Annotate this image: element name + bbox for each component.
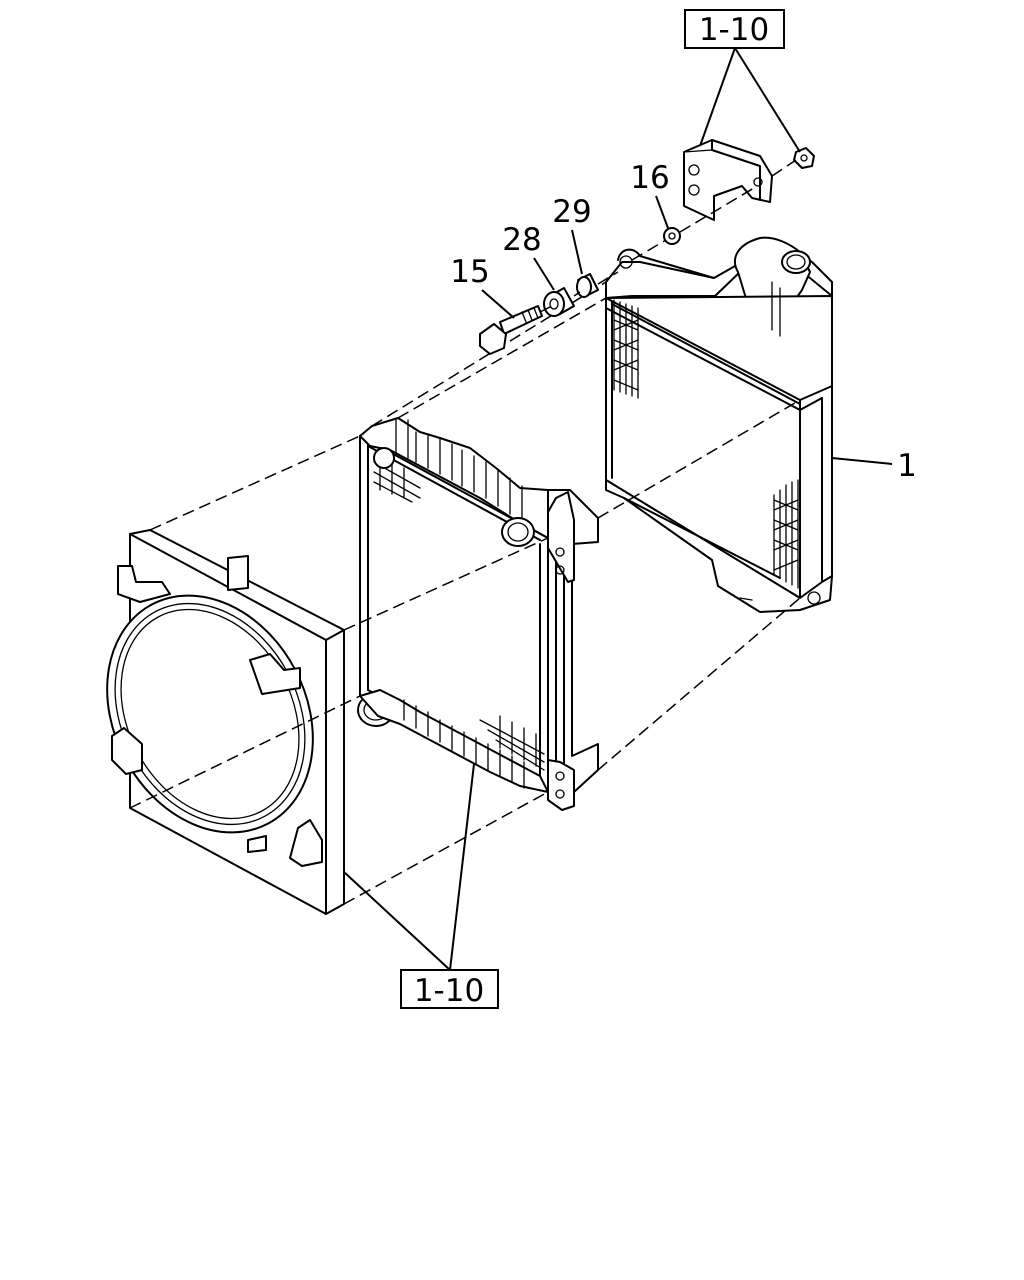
intercooler [605,236,833,613]
fan-shroud [106,529,345,915]
ref-box-bottom: 1-10 [400,969,499,1009]
mounting-bracket [683,139,773,221]
ref-label-bottom: 1-10 [414,973,484,1009]
ref-box-top: 1-10 [684,9,785,49]
part-label-28: 28 [502,222,541,258]
part-label-29: 29 [552,194,591,230]
part-label-1: 1 [897,448,917,484]
washer-16 [663,227,681,245]
part-label-15: 15 [450,254,489,290]
bracket-nut [793,147,815,169]
leader-lines [343,47,893,971]
bolt-15 [479,305,543,355]
part-label-16: 16 [630,160,669,196]
bushing-28 [543,287,575,317]
fastener-axis [539,159,797,313]
alignment-lines-shroud [129,435,549,905]
radiator [357,417,599,811]
ref-label-top: 1-10 [699,12,769,48]
collar-29 [576,273,599,298]
